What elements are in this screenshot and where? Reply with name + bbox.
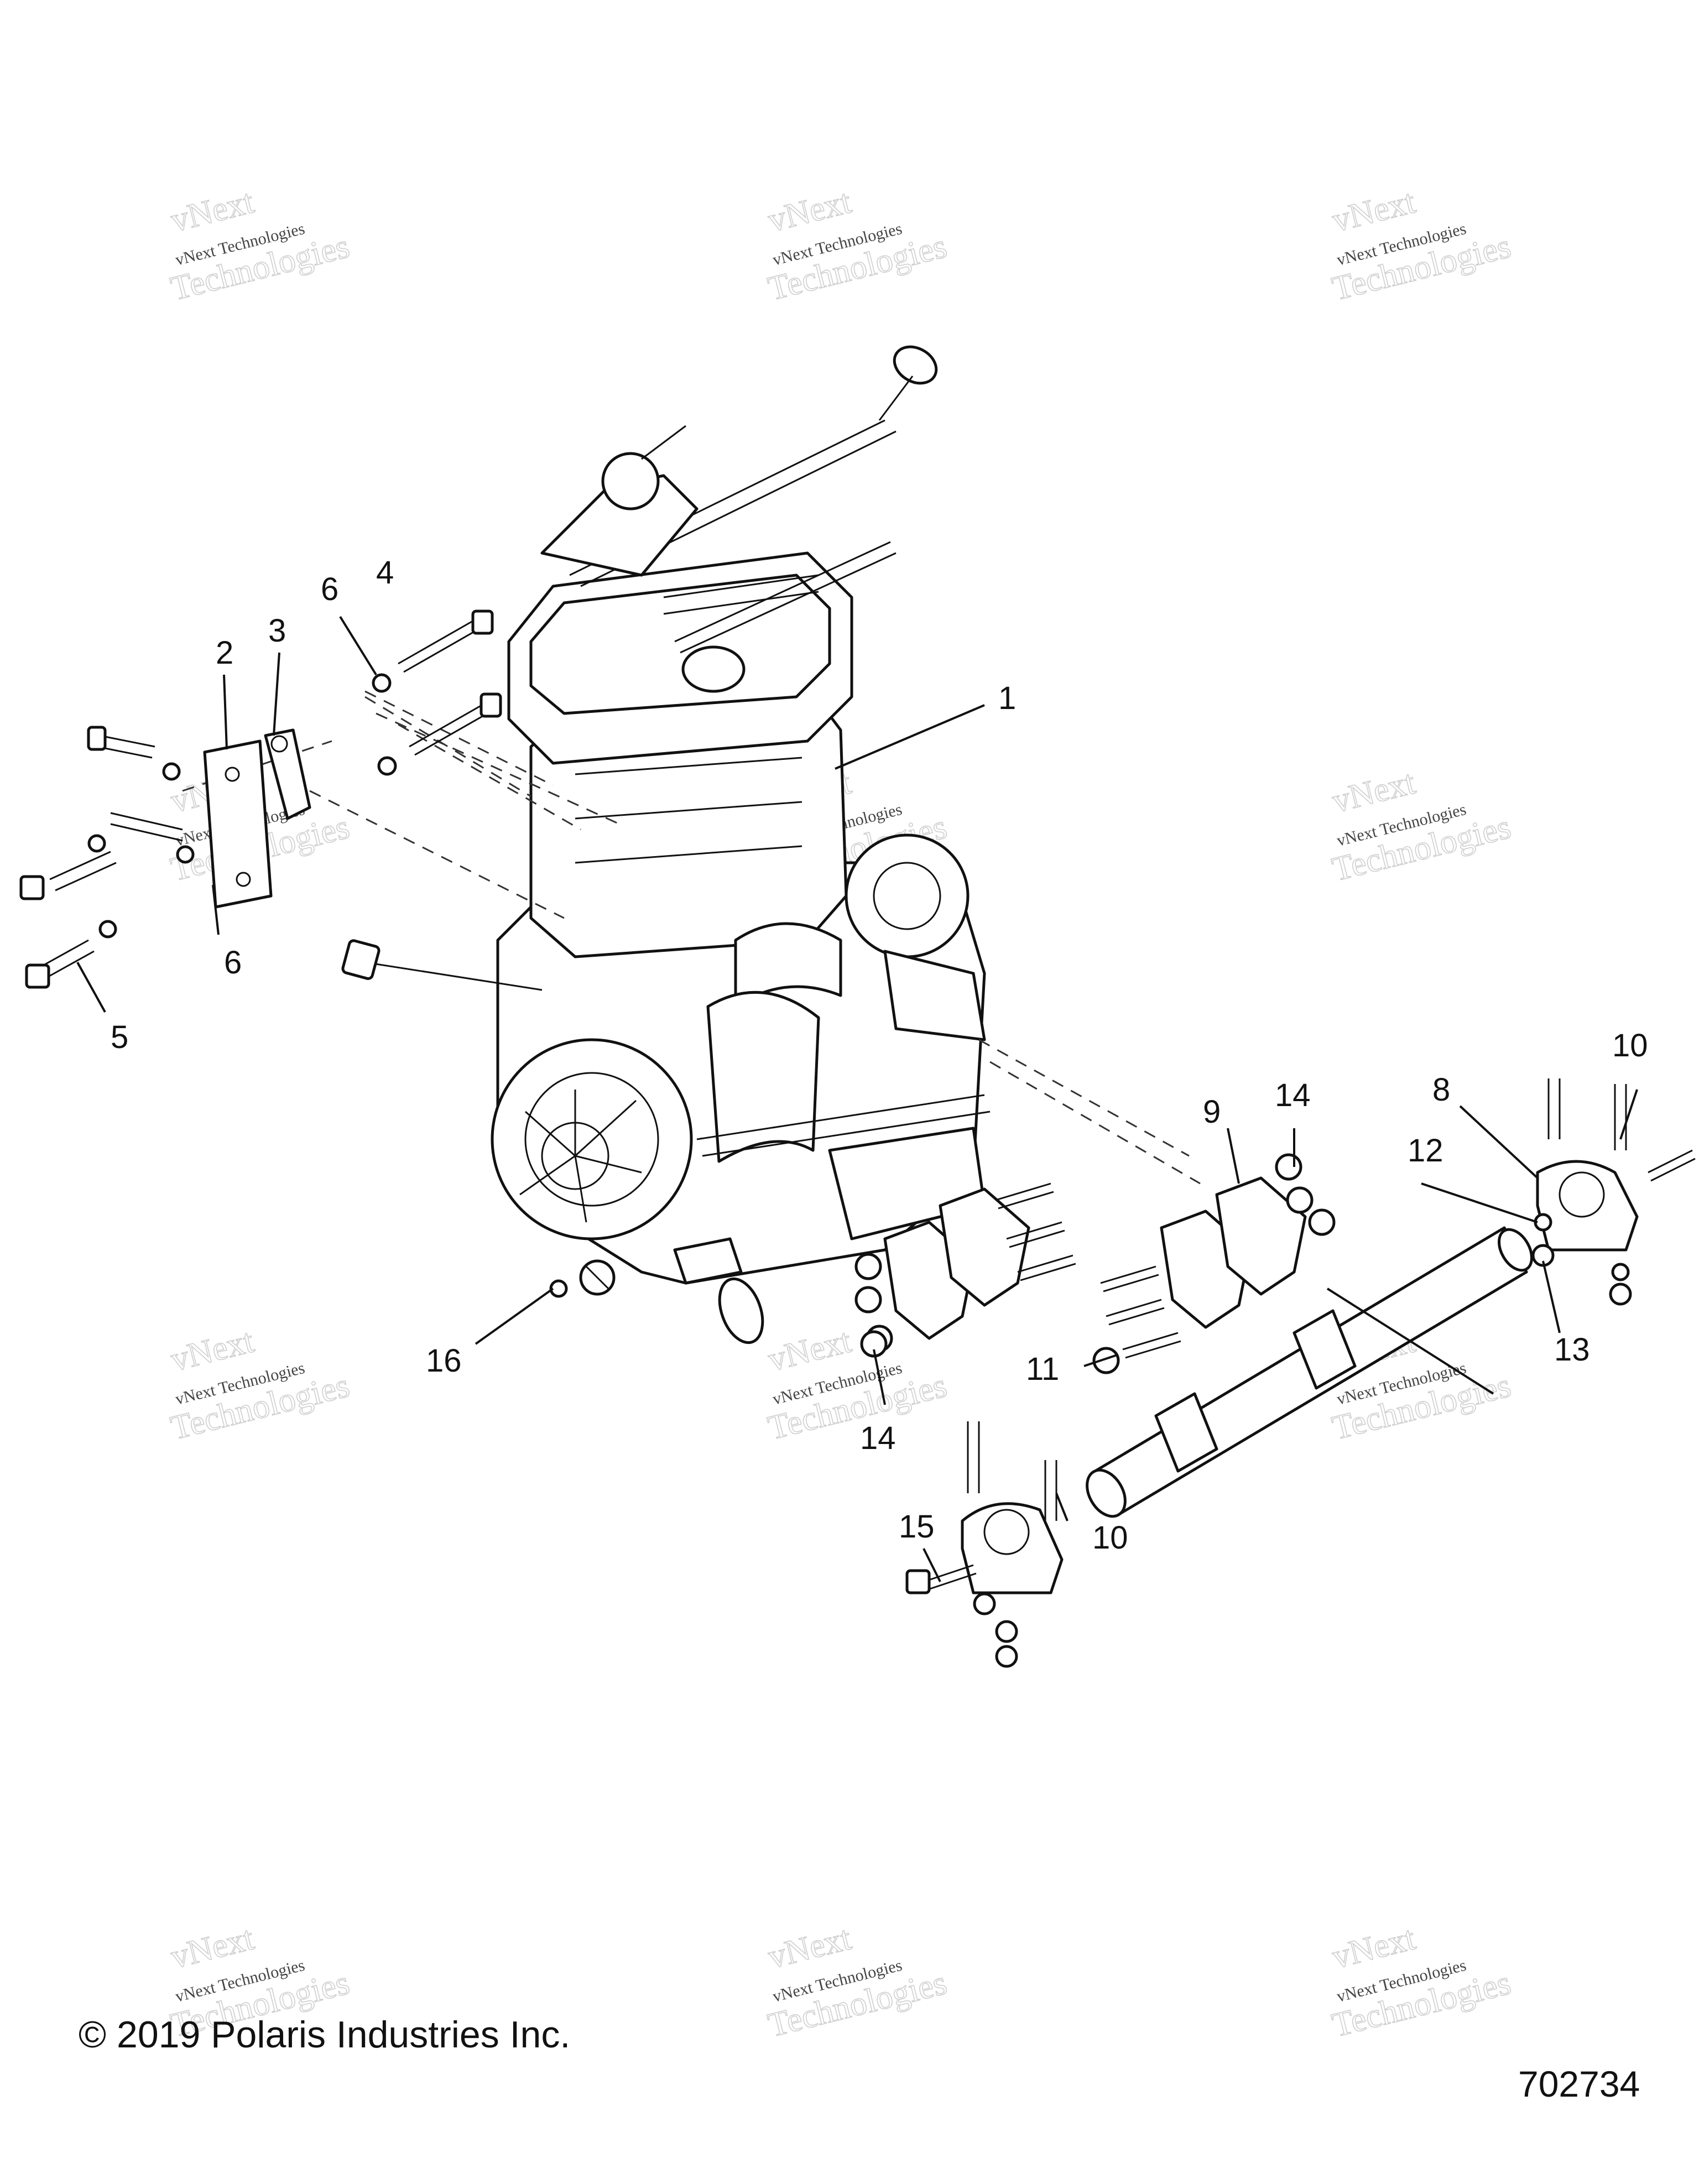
watermark: vNext vNext Technologies Technologies [166,1322,353,1448]
svg-text:vNext: vNext [167,1322,257,1379]
svg-text:vNext: vNext [1328,183,1419,239]
svg-text:vNext: vNext [1328,1919,1419,1976]
callout-12: 12 [1408,1133,1443,1169]
callout-11: 11 [1026,1351,1059,1387]
callout-1: 1 [998,680,1016,716]
svg-text:vNext: vNext [167,1919,257,1976]
callout-6b: 6 [224,945,242,981]
callout-8: 8 [1432,1072,1450,1108]
figure-number: 702734 [1518,2063,1640,2104]
crossbar-tube [1086,1226,1533,1518]
callout-15: 15 [899,1509,935,1545]
rear-mount-lower [905,1421,1064,1668]
engine-assembly [341,345,991,1344]
callout-10b: 10 [1092,1520,1128,1556]
callout-2: 2 [216,635,233,671]
svg-text:vNext: vNext [167,183,257,239]
svg-text:vNext: vNext [764,183,854,239]
callout-16: 16 [426,1343,462,1379]
left-bracket-group [19,609,502,989]
callout-3: 3 [268,613,286,649]
svg-text:vNext: vNext [1328,763,1419,820]
callout-6: 6 [321,571,338,607]
watermark: vNext vNext Technologies Technologies [166,183,353,309]
mount-plates [854,1153,1336,1374]
watermark: vNext vNext Technologies Technologies [1328,763,1515,889]
watermark: vNext vNext Technologies Technologies [764,1919,951,2045]
watermark: vNext vNext Technologies Technologies [764,183,951,309]
watermark: vNext vNext Technologies Technologies [1328,1919,1515,2045]
leader-lines [76,616,1638,1582]
callout-9: 9 [1203,1094,1221,1130]
svg-text:vNext: vNext [764,1322,854,1379]
callout-10: 10 [1612,1028,1648,1064]
svg-text:vNext: vNext [764,1919,854,1976]
rear-mount-right [1531,1078,1696,1306]
callout-5: 5 [111,1019,128,1055]
callout-13: 13 [1554,1332,1590,1368]
callout-4: 4 [376,555,394,591]
callout-14: 14 [1275,1077,1311,1113]
callout-14b: 14 [860,1420,896,1456]
copyright-notice: © 2019 Polaris Industries Inc. [79,2014,571,2056]
sensor-clip [549,1259,616,1298]
callout-labels: 1 2 3 4 5 6 6 8 9 10 10 11 12 13 14 14 1… [111,555,1648,1556]
watermark: vNext vNext Technologies Technologies [1328,183,1515,309]
